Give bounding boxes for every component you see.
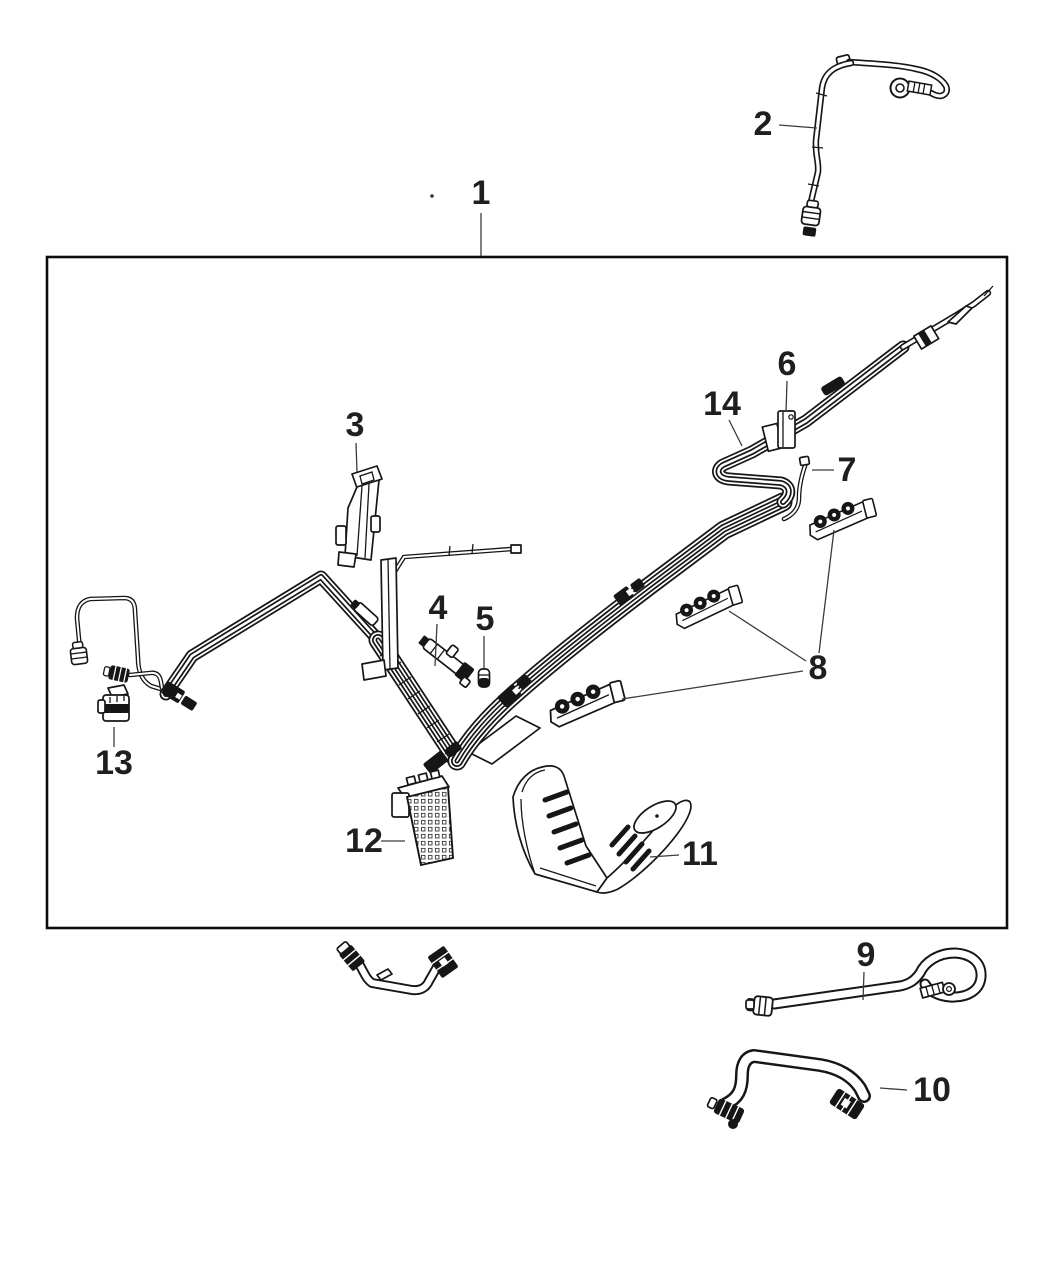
part-9-tube-drawing: [745, 953, 981, 1018]
part-2-fuel-line-drawing: [800, 54, 947, 237]
inline-fittings: [161, 324, 940, 774]
upper-fitting: [912, 324, 940, 350]
callout-label-11: 11: [682, 835, 718, 873]
callout-label-5: 5: [475, 600, 495, 638]
callout-label-10: 10: [913, 1071, 951, 1109]
short-hose-drawing: [336, 941, 458, 990]
part-12-bracket-drawing: [391, 769, 455, 867]
part-11-shield-drawing: [512, 765, 692, 894]
part-5-grommet-drawing: [477, 668, 491, 688]
callout-label-12: 12: [345, 822, 383, 860]
assembly-bounding-box: [45, 255, 1009, 930]
callout-leader-lines: [113, 124, 908, 1091]
part-13-clip-drawing: [97, 684, 130, 722]
callout-label-14: 14: [703, 385, 741, 423]
part-3-bracket-drawing: [335, 465, 383, 568]
tube-sleeve: [821, 376, 845, 396]
part-7-tube-drawing: [784, 455, 811, 519]
callout-label-8: 8: [808, 649, 828, 687]
callout-label-2: 2: [753, 105, 773, 143]
part-6-clamp-drawing: [761, 410, 796, 453]
part-4-valve-drawing: [418, 635, 475, 688]
callout-label-9: 9: [856, 936, 876, 974]
callout-label-1: 1: [471, 174, 491, 212]
part-10-hose-drawing: [706, 1056, 866, 1129]
callout-label-7: 7: [837, 451, 857, 489]
callout-label-4: 4: [428, 589, 448, 627]
stray-dot: [430, 194, 434, 198]
callout-label-13: 13: [95, 744, 133, 782]
callout-label-6: 6: [777, 345, 797, 383]
main-fuel-bundle-drawing: [68, 285, 994, 761]
heat-shield-plate: [467, 715, 541, 765]
callout-label-3: 3: [345, 406, 365, 444]
